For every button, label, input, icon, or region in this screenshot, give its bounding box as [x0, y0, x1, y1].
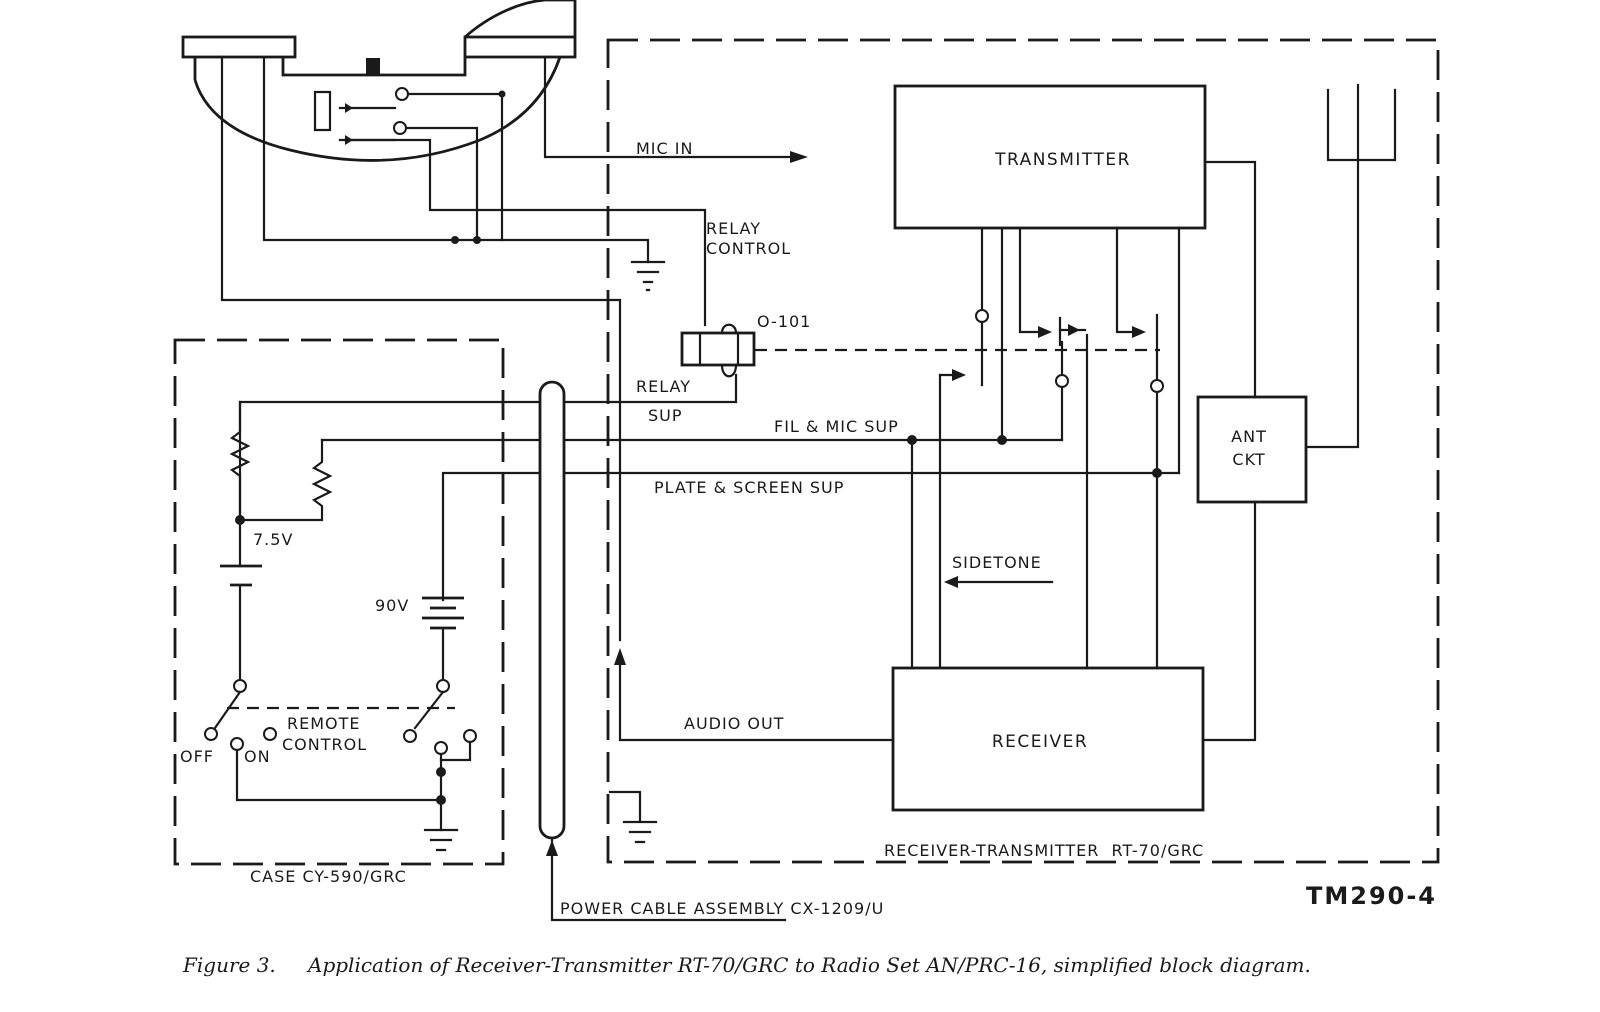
voltage-7-5-label: 7.5V	[253, 530, 293, 549]
power-cable-label: POWER CABLE ASSEMBLY CX-1209/U	[560, 899, 884, 918]
battery-90v-cells	[422, 596, 464, 630]
handset-grip-curve	[193, 56, 562, 162]
relay-control-label-2: CONTROL	[706, 239, 791, 258]
ant-ckt-label-1: ANT	[1231, 427, 1267, 446]
handset-mouthpiece-dome	[464, 0, 577, 39]
caption-text: Application of Receiver-Transmitter RT-7…	[306, 953, 1311, 977]
relay-o-101	[680, 323, 756, 378]
press-to-talk-button	[366, 58, 380, 76]
audio-out-label: AUDIO OUT	[684, 714, 784, 733]
case-cy-590-enclosure	[173, 338, 505, 866]
plate-screen-sup-label: PLATE & SCREEN SUP	[654, 478, 844, 497]
transmitter-block	[893, 84, 1207, 230]
off-label: OFF	[180, 747, 214, 766]
mic-in-wire	[543, 55, 802, 159]
internal-switch-network	[938, 226, 1181, 670]
remote-control-switches	[204, 679, 477, 832]
relay-sup-wire	[238, 373, 738, 522]
resistor-1	[229, 400, 251, 522]
tx-to-ant-wire	[1203, 160, 1257, 399]
switch-contact-2	[393, 121, 407, 135]
relay-sup-label-2: SUP	[648, 406, 683, 425]
handset-mouthpiece-cap	[463, 35, 577, 59]
antenna	[1304, 83, 1397, 449]
ant-ckt-label-2: CKT	[1232, 450, 1265, 469]
transmitter-label: TRANSMITTER	[994, 150, 1131, 170]
handset-earpiece-cap	[181, 35, 297, 59]
receiver-block	[891, 666, 1205, 812]
relay-control-wire	[343, 138, 707, 327]
power-cable-assembly	[538, 380, 566, 840]
switch-arrow-1	[345, 103, 353, 113]
plate-screen-sup-wire	[441, 471, 1181, 600]
case-label: CASE CY-590/GRC	[250, 867, 407, 886]
handset-body	[193, 57, 467, 80]
handset-switch-body	[313, 90, 332, 132]
ground-symbol-case	[423, 828, 459, 852]
relay-control-label-1: RELAY	[706, 219, 761, 238]
caption-number: Figure 3.	[182, 953, 276, 977]
mic-in-label: MIC IN	[636, 139, 693, 158]
fil-mic-sup-label: FIL & MIC SUP	[774, 417, 899, 436]
relay-sup-label-1: RELAY	[636, 377, 691, 396]
on-label: ON	[244, 747, 271, 766]
remote-control-label-2: CONTROL	[282, 735, 367, 754]
remote-control-label-1: REMOTE	[287, 714, 361, 733]
mic-in-arrow	[790, 151, 808, 163]
power-cable-pointer	[550, 836, 787, 922]
rt-unit-label: RECEIVER-TRANSMITTER RT-70/GRC	[884, 841, 1204, 860]
handset	[181, 0, 577, 162]
figure-id: TM290-4	[1306, 882, 1437, 910]
voltage-90-label: 90V	[375, 596, 409, 615]
handset-switch-springs	[338, 106, 397, 142]
audio-out-wire	[618, 658, 895, 742]
sidetone-label: SIDETONE	[952, 553, 1042, 572]
rt-70-enclosure	[606, 38, 1440, 864]
receiver-label: RECEIVER	[992, 732, 1088, 752]
handset-wiring	[220, 55, 808, 642]
ant-to-rx-wire	[1201, 500, 1257, 742]
audio-out-arrow	[614, 648, 626, 665]
resistor-2	[238, 438, 333, 522]
ground-symbol-top	[630, 260, 666, 292]
ground-symbol-rt	[622, 820, 658, 844]
switch-contact-1	[395, 87, 409, 101]
handset-ground-wire	[262, 55, 650, 264]
relay-id-label: O-101	[757, 312, 811, 331]
ant-ckt-block	[1196, 395, 1308, 504]
audio-out-wire-up	[220, 55, 622, 642]
